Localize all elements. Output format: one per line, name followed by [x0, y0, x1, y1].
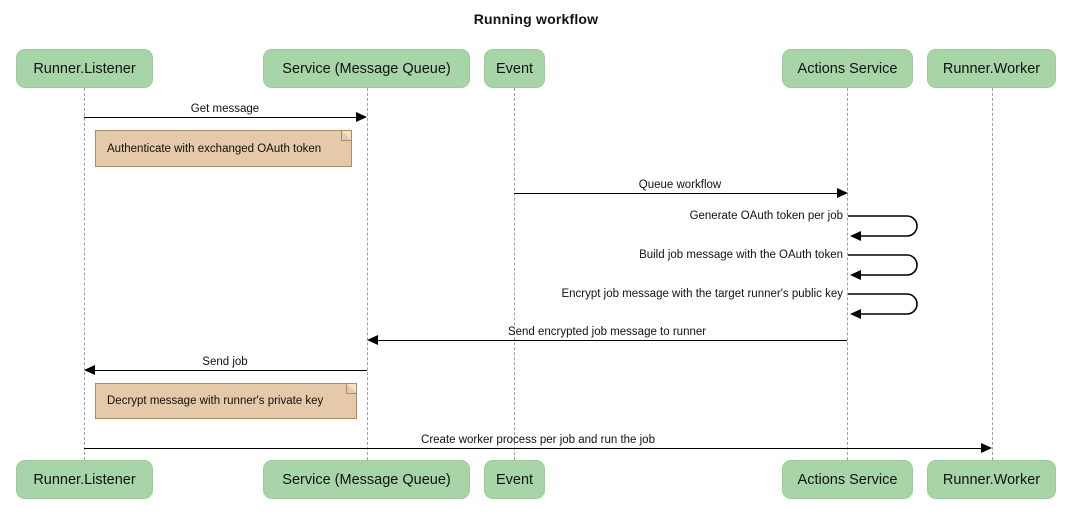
actor-label: Runner.Worker	[942, 471, 1041, 488]
actor-label: Runner.Listener	[33, 60, 136, 77]
note-fold-corner-icon	[346, 384, 356, 394]
message-label-generate-oauth-token: Generate OAuth token per job	[689, 210, 843, 222]
message-line-send-encrypted-job	[378, 340, 847, 341]
actor-runner-worker-top[interactable]: Runner.Worker	[927, 49, 1056, 88]
arrowhead-queue-workflow	[837, 188, 848, 198]
lifeline-runner-listener	[84, 88, 85, 460]
message-label-encrypt-job-message: Encrypt job message with the target runn…	[561, 288, 843, 300]
note-decrypt: Decrypt message with runner's private ke…	[95, 383, 357, 419]
message-label-build-job-message: Build job message with the OAuth token	[639, 249, 843, 261]
actor-label: Service (Message Queue)	[282, 60, 451, 77]
message-line-queue-workflow	[514, 193, 837, 194]
lifeline-runner-worker	[992, 88, 993, 460]
actor-event-top[interactable]: Event	[484, 49, 545, 88]
actor-label: Event	[495, 60, 534, 77]
actor-label: Runner.Worker	[942, 60, 1041, 77]
message-line-send-job	[95, 370, 367, 371]
actor-service-message-queue-bottom[interactable]: Service (Message Queue)	[263, 460, 470, 499]
message-label-send-job: Send job	[202, 356, 248, 368]
message-label-queue-workflow: Queue workflow	[638, 179, 722, 191]
actor-runner-worker-bottom[interactable]: Runner.Worker	[927, 460, 1056, 499]
selfloop-generate-oauth-token	[847, 210, 927, 242]
actor-label: Actions Service	[797, 60, 898, 77]
page-title: Running workflow	[473, 11, 599, 27]
actor-actions-service-bottom[interactable]: Actions Service	[782, 460, 913, 499]
note-authenticate: Authenticate with exchanged OAuth token	[95, 130, 352, 167]
actor-label: Service (Message Queue)	[282, 471, 451, 488]
arrowhead-send-job	[84, 365, 95, 375]
note-text: Authenticate with exchanged OAuth token	[107, 142, 322, 155]
actor-label: Runner.Listener	[33, 471, 136, 488]
message-line-get-message	[84, 117, 356, 118]
message-label-get-message: Get message	[190, 103, 260, 115]
actor-event-bottom[interactable]: Event	[484, 460, 545, 499]
arrowhead-create-worker-process	[981, 443, 992, 453]
selfloop-build-job-message	[847, 249, 927, 281]
actor-service-message-queue-top[interactable]: Service (Message Queue)	[263, 49, 470, 88]
note-text: Decrypt message with runner's private ke…	[107, 395, 324, 407]
note-fold-corner-icon	[341, 131, 351, 141]
actor-runner-listener-bottom[interactable]: Runner.Listener	[16, 460, 153, 499]
actor-label: Event	[495, 471, 534, 488]
lifeline-service-message-queue	[367, 88, 368, 460]
actor-actions-service-top[interactable]: Actions Service	[782, 49, 913, 88]
actor-label: Actions Service	[797, 471, 898, 488]
arrowhead-send-encrypted-job	[367, 335, 378, 345]
message-label-create-worker-process: Create worker process per job and run th…	[421, 434, 655, 446]
message-line-create-worker-process	[84, 448, 981, 449]
message-label-send-encrypted-job: Send encrypted job message to runner	[507, 326, 707, 338]
selfloop-encrypt-job-message	[847, 288, 927, 320]
lifeline-actions-service	[847, 88, 848, 460]
actor-runner-listener-top[interactable]: Runner.Listener	[16, 49, 153, 88]
lifeline-event	[514, 88, 515, 460]
arrowhead-get-message	[356, 112, 367, 122]
